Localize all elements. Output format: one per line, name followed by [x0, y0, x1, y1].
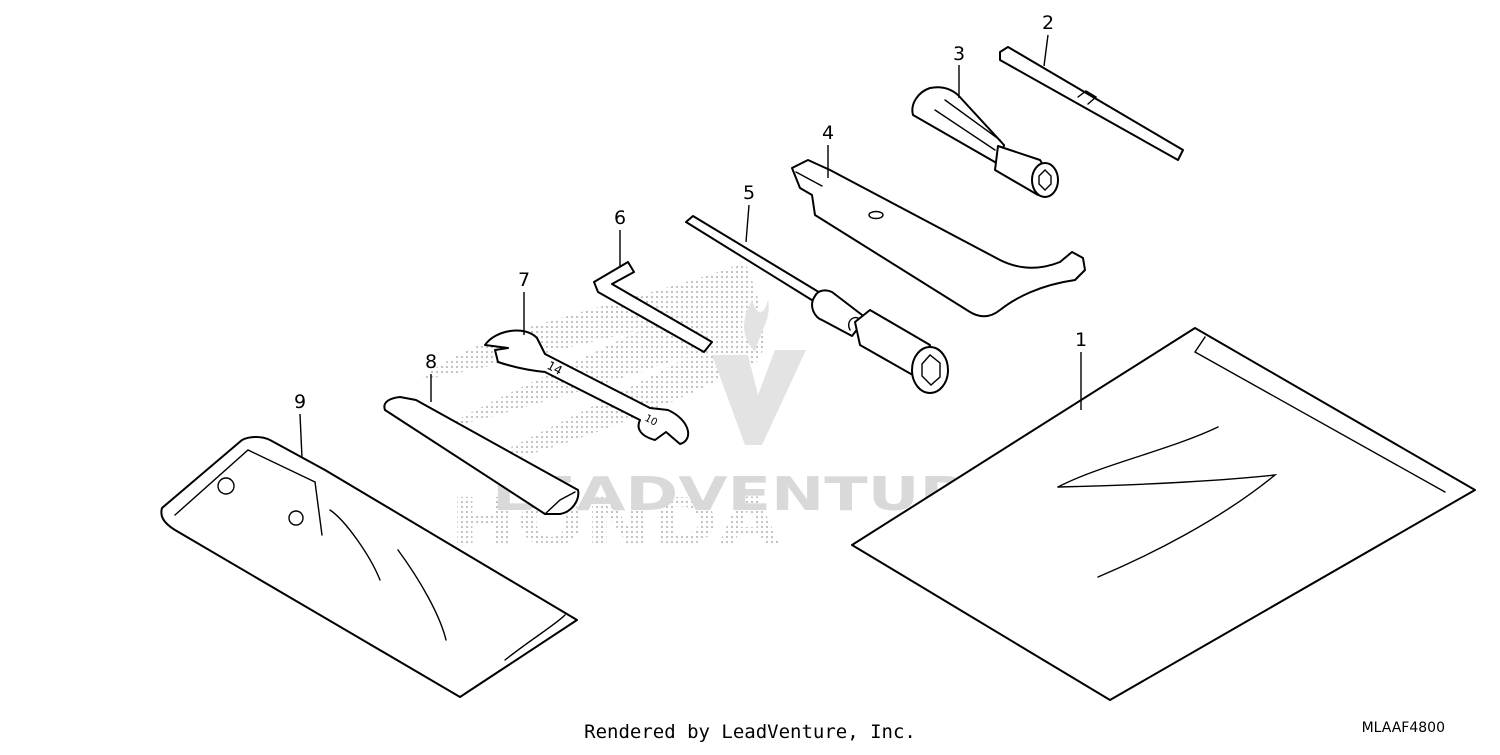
callout-2: 2 — [1042, 12, 1054, 34]
callout-5: 5 — [743, 182, 755, 204]
part-3-screwdriver-handle — [911, 86, 1059, 198]
footer-credit: Rendered by LeadVenture, Inc. — [584, 721, 916, 743]
part-8-tool-sleeve — [383, 396, 580, 515]
part-9-tool-bag — [160, 436, 578, 698]
part-1-document-bag — [851, 327, 1476, 701]
callout-numbers: 1 2 3 4 5 6 7 8 9 — [294, 12, 1087, 413]
part-5-spark-plug-wrench — [685, 215, 949, 394]
callout-7: 7 — [518, 269, 530, 291]
callout-3: 3 — [953, 43, 965, 65]
leader-lines — [299, 34, 1082, 459]
callout-8: 8 — [425, 351, 437, 373]
part-7-open-end-wrench: 14 10 — [484, 329, 690, 445]
honda-watermark-text: HONDA — [450, 484, 780, 561]
part-2-screwdriver-blade — [999, 46, 1184, 161]
wrench-size-10: 10 — [643, 413, 659, 429]
part-6-hex-key — [593, 261, 713, 353]
part-4-pin-spanner — [791, 159, 1086, 318]
callout-1: 1 — [1075, 329, 1087, 351]
diagram-code: MLAAF4800 — [1362, 720, 1445, 736]
callout-4: 4 — [822, 122, 834, 144]
callout-6: 6 — [614, 207, 626, 229]
callout-9: 9 — [294, 391, 306, 413]
wrench-size-14: 14 — [545, 358, 565, 378]
